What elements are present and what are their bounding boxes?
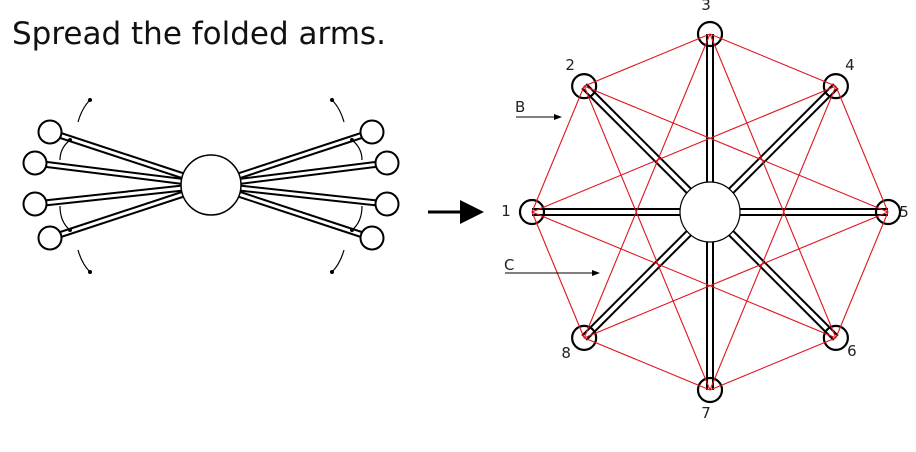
bracing-line — [835, 211, 889, 339]
rotation-arrow — [59, 205, 71, 231]
rotation-arrow — [351, 205, 363, 231]
arm-end-node — [22, 191, 48, 217]
node-7-circle — [696, 376, 724, 404]
node-label: 4 — [845, 56, 855, 74]
node-3-circle — [696, 20, 724, 48]
bracing-line — [583, 211, 889, 339]
spread-arms-diagram: 1 2 3 4 5 6 7 8 — [501, 0, 909, 422]
rotation-arrow — [331, 249, 345, 273]
label-b: B — [515, 98, 525, 116]
node-6-circle — [822, 324, 849, 351]
node-label: 2 — [565, 56, 575, 74]
bracing-line — [531, 85, 837, 213]
rotation-arrow — [77, 249, 91, 273]
node-label: 8 — [561, 344, 571, 362]
label-b-pointer: B — [515, 98, 562, 120]
rotation-arrow — [351, 139, 363, 161]
rotation-arrow — [331, 99, 345, 123]
hub-circle — [679, 181, 741, 243]
arm-end-node — [359, 119, 385, 145]
rotation-arrow — [77, 99, 91, 123]
bracing-line — [583, 85, 889, 213]
bracing-line — [709, 33, 837, 87]
node-label: 6 — [847, 342, 857, 360]
node-label: 7 — [701, 404, 711, 422]
folded-arms-diagram — [22, 98, 400, 274]
arm-end-node — [374, 150, 400, 176]
node-5-circle — [874, 198, 902, 226]
arm-end-node — [359, 225, 385, 251]
hub-circle — [180, 154, 242, 216]
transition-arrow — [428, 200, 484, 224]
bracing-line — [709, 85, 837, 391]
bracing-line — [583, 337, 711, 391]
rotation-arrow — [59, 139, 71, 161]
bracing-line — [531, 211, 585, 339]
instruction-title: Spread the folded arms. — [12, 16, 386, 52]
bracing-line — [583, 33, 711, 339]
node-2-circle — [571, 73, 598, 100]
label-c-pointer: C — [504, 256, 600, 276]
bracing-line — [835, 85, 889, 213]
node-8-circle — [571, 324, 598, 351]
arm-end-node — [37, 225, 63, 251]
bracing-line — [531, 211, 837, 339]
node-4-circle — [822, 73, 849, 100]
arm-end-node — [374, 191, 400, 217]
arm-end-node — [22, 150, 48, 176]
bracing-line — [709, 33, 837, 339]
bracing-line — [583, 85, 711, 391]
node-1-circle — [518, 198, 546, 226]
bracing-line — [531, 85, 585, 213]
node-label: 1 — [501, 202, 511, 220]
bracing-line — [583, 33, 711, 87]
bracing-line — [709, 337, 837, 391]
node-label: 3 — [701, 0, 711, 14]
node-label: 5 — [899, 203, 909, 221]
label-c: C — [504, 256, 514, 274]
arm-end-node — [37, 119, 63, 145]
